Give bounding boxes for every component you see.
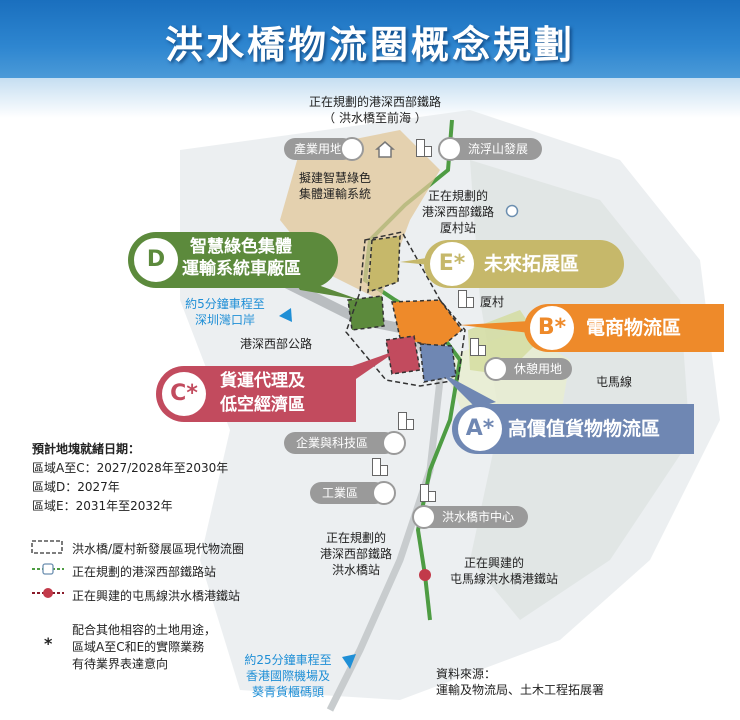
- title-banner: [0, 0, 740, 78]
- zone-e-dashed: [367, 235, 401, 294]
- legend-boundary-swatch: [31, 540, 63, 554]
- ha-tsuen-village-label: 厦村: [480, 295, 505, 309]
- station-ha-tsuen-marker: [505, 204, 519, 218]
- zone-c-callout: C* 貨運代理及 低空經濟區: [156, 366, 356, 422]
- enterprise-tech-marker: [382, 431, 406, 455]
- building-icon: [398, 412, 414, 430]
- zone-d-name-1: 智慧綠色集體: [190, 237, 292, 257]
- footnote-text: 配合其他相容的土地用途， 區域A至C和E的實際業務 有待業界表達意向: [72, 623, 217, 671]
- station-hsk-marker: [419, 569, 431, 581]
- zone-e-letter: E*: [430, 242, 474, 286]
- building-icon: [458, 290, 474, 308]
- pill-rest-area: 休憩用地: [484, 357, 572, 381]
- zone-b-callout: B* 電商物流區: [524, 304, 724, 352]
- schedule-block: 預計地塊就緒日期： 區域A至C：2027/2028年至2030年 區域D：202…: [32, 440, 228, 516]
- zone-c-name-2: 低空經濟區: [220, 395, 305, 415]
- pill-town-centre: 洪水橋市中心: [412, 505, 528, 529]
- zone-c-area: [385, 335, 421, 375]
- zone-c-name-1: 貨運代理及: [220, 371, 305, 391]
- callout-pointer-a: [440, 372, 496, 408]
- town-centre-marker: [412, 505, 436, 529]
- zone-a-area: [419, 343, 457, 383]
- smart-green-transit-label: 擬建智慧綠色 集體運輸系統: [298, 171, 371, 201]
- industrial-land-marker: [340, 137, 364, 161]
- legend-tml-station: [43, 588, 53, 598]
- tuen-ma-line-label: 屯馬線: [596, 375, 633, 389]
- zone-b-letter: B*: [530, 306, 574, 350]
- source-note: 資料來源： 運輸及物流局、土木工程拓展署: [436, 667, 605, 697]
- airport-label: 約25分鐘車程至 香港國際機場及 葵青貨櫃碼頭: [244, 653, 332, 699]
- footnote-symbol: *: [44, 634, 53, 653]
- shenzhen-bay-label: 約5分鐘車程至 深圳灣口岸: [185, 297, 265, 327]
- pill-lau-fau-shan: 流浮山發展: [438, 137, 542, 161]
- zone-b-name: 電商物流區: [586, 317, 682, 339]
- zone-e-name: 未來拓展區: [484, 253, 580, 275]
- arrow-shenzhen-bay: [279, 308, 292, 322]
- industrial-zone-marker: [372, 481, 396, 505]
- zone-a-name: 高價值貨物物流區: [508, 418, 661, 440]
- banner-shadow: [0, 78, 740, 118]
- zone-d-letter: D: [134, 238, 178, 282]
- building-icon: [372, 458, 388, 476]
- kong-sham-road-label: 港深西部公路: [240, 337, 313, 351]
- zone-a-callout: A* 高價值貨物物流區: [452, 404, 694, 454]
- pill-enterprise-tech: 企業與科技區: [284, 431, 406, 455]
- ha-tsuen-station-label: 正在規劃的 港深西部鐵路 厦村站: [421, 189, 494, 235]
- page-title: 洪水橋物流圈概念規劃: [164, 23, 575, 67]
- schedule-line-d: 區域D：2027年: [32, 480, 120, 494]
- zone-a-letter: A*: [458, 407, 502, 451]
- rest-area-marker: [484, 357, 508, 381]
- outer-boundary-dashed: [345, 231, 466, 387]
- zone-d-name-2: 運輸系統車廠區: [182, 259, 301, 279]
- schedule-heading: 預計地塊就緒日期：: [32, 442, 141, 456]
- legend-rail-station: [42, 563, 54, 575]
- arrow-airport: [342, 654, 356, 669]
- zone-d-callout: D 智慧綠色集體 運輸系統車廠區: [128, 232, 338, 288]
- pill-industrial-zone: 工業區: [310, 481, 396, 505]
- building-icon: [416, 139, 432, 157]
- schedule-line-e: 區域E：2031年至2032年: [32, 499, 173, 513]
- tml-station-label: 正在興建的 屯馬線洪水橋港鐵站: [450, 556, 559, 586]
- lau-fau-shan-marker: [438, 137, 462, 161]
- building-icon: [420, 484, 436, 502]
- pill-industrial-land: 產業用地: [284, 137, 364, 161]
- hsk-station-label: 正在規劃的 港深西部鐵路 洪水橋站: [319, 531, 392, 577]
- house-icon: [375, 140, 395, 158]
- schedule-line-ac: 區域A至C：2027/2028年至2030年: [32, 461, 229, 475]
- building-icon: [470, 338, 486, 356]
- zone-c-letter: C*: [162, 372, 206, 416]
- zone-e-callout: E* 未來拓展區: [424, 240, 624, 288]
- railway-top-label: 正在規劃的港深西部鐵路 （ 洪水橋至前海 ）: [308, 95, 441, 125]
